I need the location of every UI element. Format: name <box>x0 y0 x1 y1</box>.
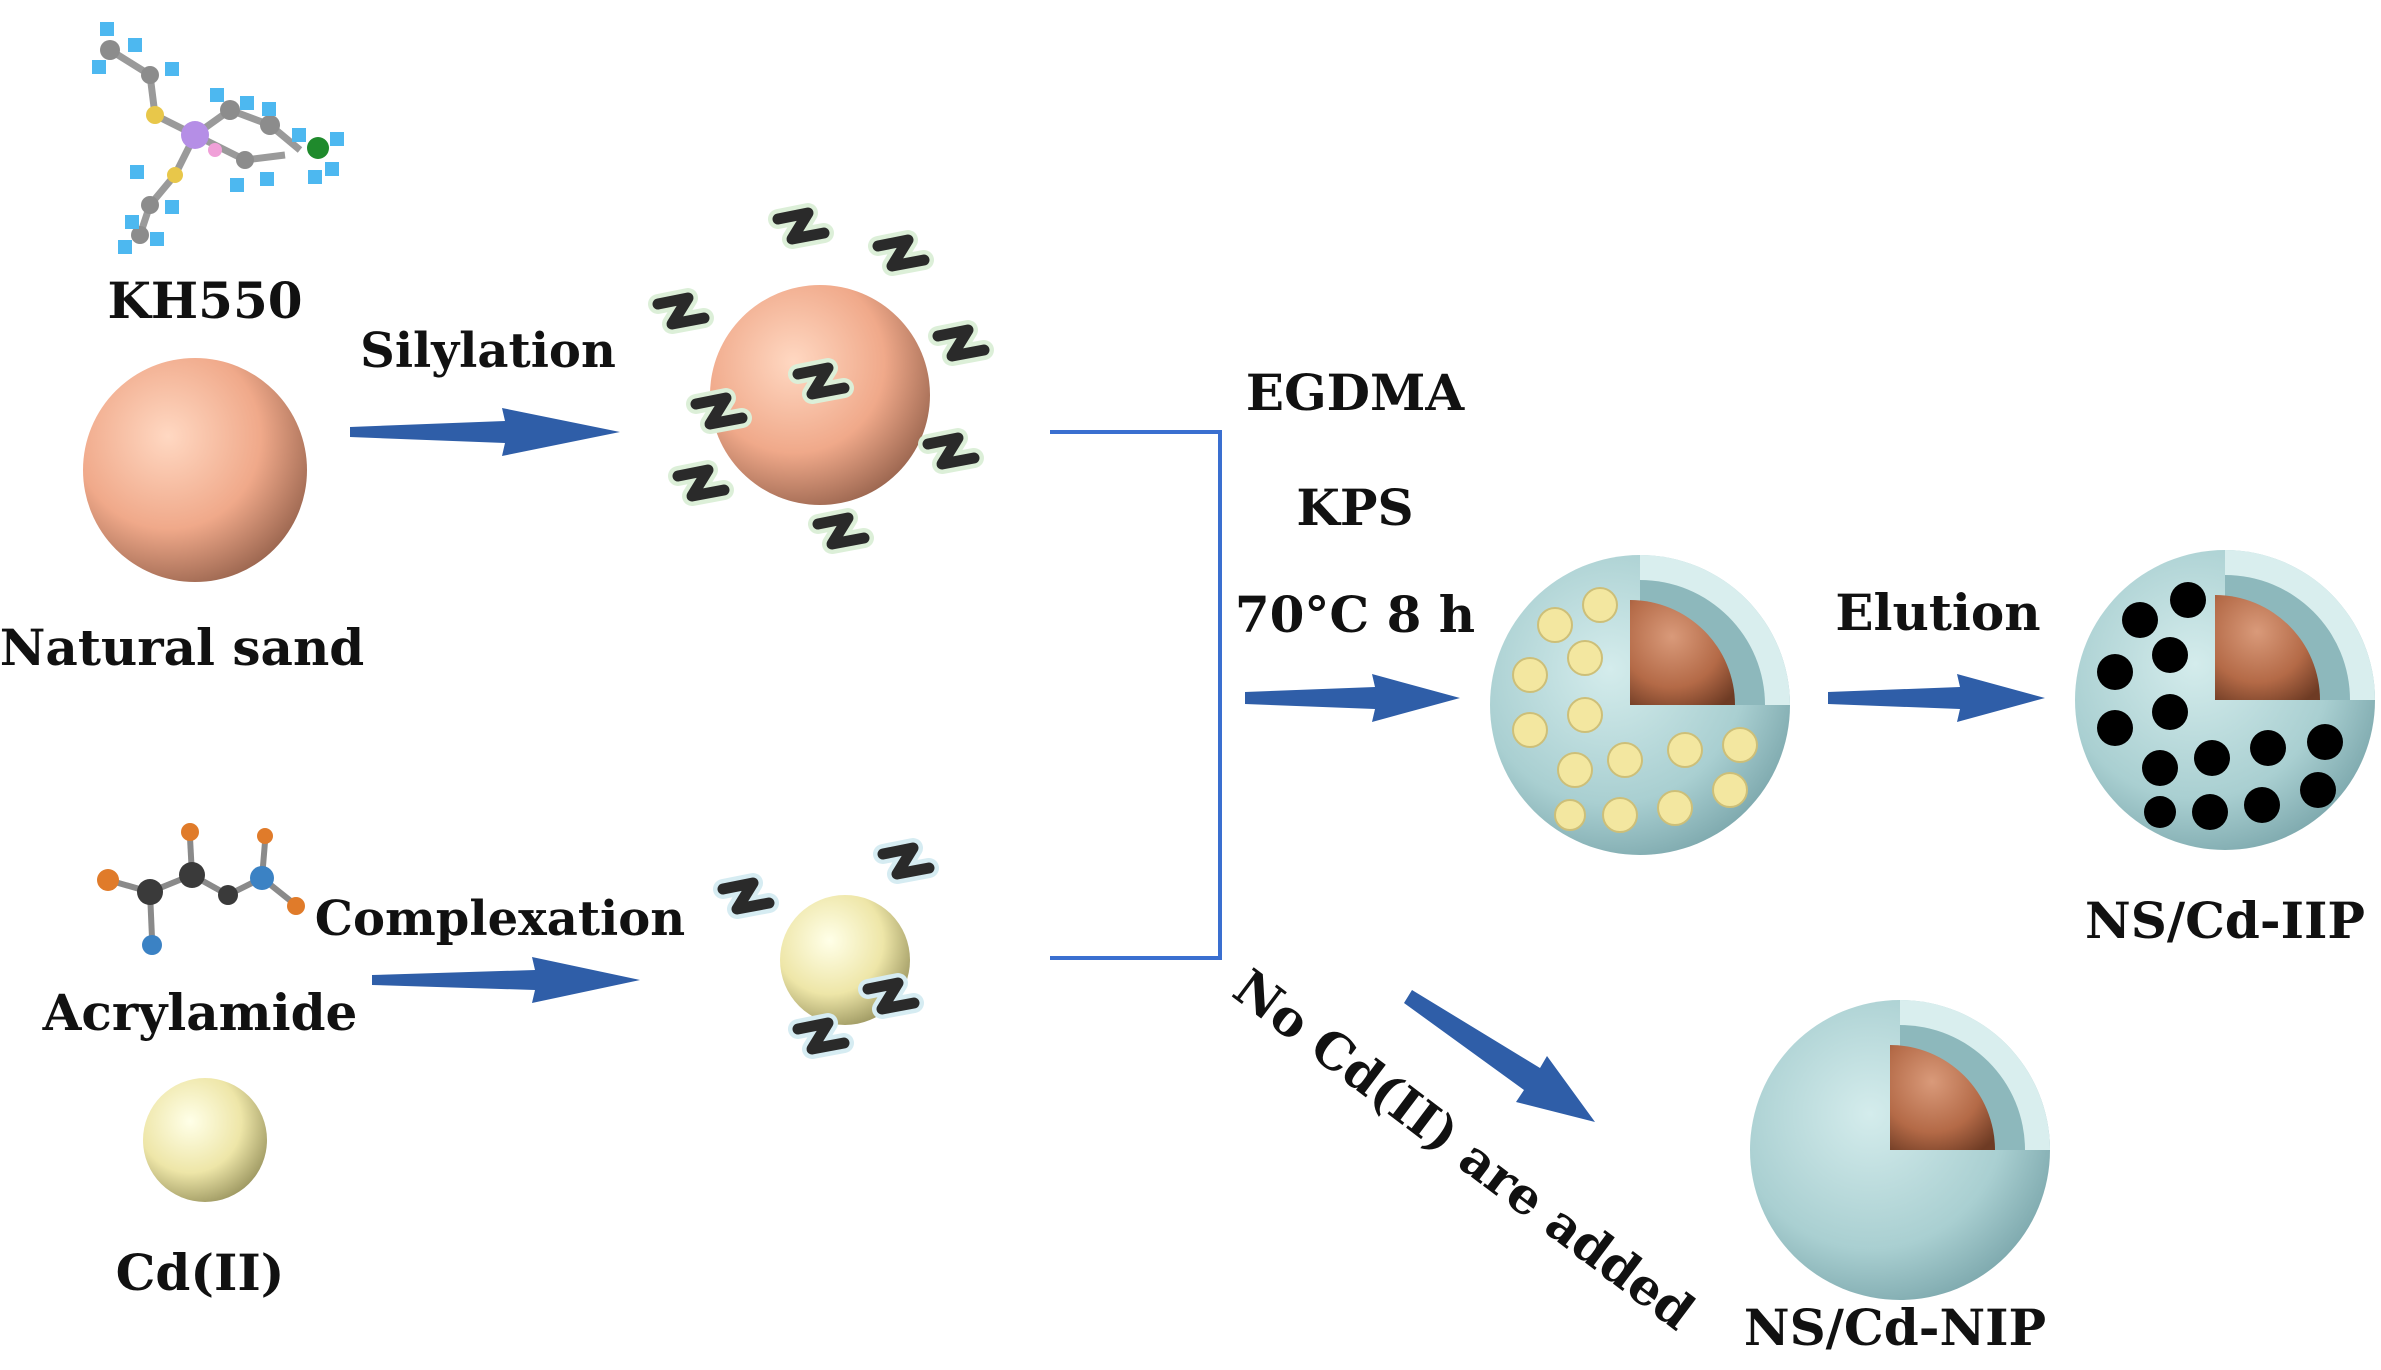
label-natural-sand: Natural sand <box>0 618 364 677</box>
nip-particle <box>1750 1000 2050 1300</box>
silylation-arrow <box>350 408 620 456</box>
kh550-molecule-icon <box>92 22 344 254</box>
label-elution: Elution <box>1835 583 2040 642</box>
natural-sand-sphere <box>83 358 307 582</box>
label-complexation: Complexation <box>315 891 685 947</box>
cd-ii-sphere <box>143 1078 267 1202</box>
acrylamide-molecule-icon <box>97 823 305 955</box>
label-iip: NS/Cd-IIP <box>2085 891 2365 950</box>
silylated-sand-particle <box>658 213 984 544</box>
label-silylation: Silylation <box>360 323 616 379</box>
merge-bracket <box>1050 430 1222 960</box>
label-acrylamide: Acrylamide <box>42 983 358 1042</box>
imprinted-particle-with-template <box>1490 555 1790 855</box>
label-kps: KPS <box>1296 478 1413 537</box>
nip-arrow <box>1404 990 1595 1122</box>
label-no-cd: No Cd(II) are added <box>1223 957 1706 1341</box>
label-kh550: KH550 <box>107 271 302 330</box>
cd-complex-particle <box>723 848 929 1049</box>
label-egdma: EGDMA <box>1246 363 1466 422</box>
label-conditions: 70°C 8 h <box>1235 585 1475 644</box>
label-cd-ii: Cd(II) <box>116 1243 285 1302</box>
polymerization-arrow <box>1245 674 1460 722</box>
complexation-arrow <box>372 957 640 1003</box>
elution-arrow <box>1828 674 2045 722</box>
label-nip: NS/Cd-NIP <box>1744 1298 2046 1357</box>
iip-particle-with-cavities <box>2075 550 2375 850</box>
